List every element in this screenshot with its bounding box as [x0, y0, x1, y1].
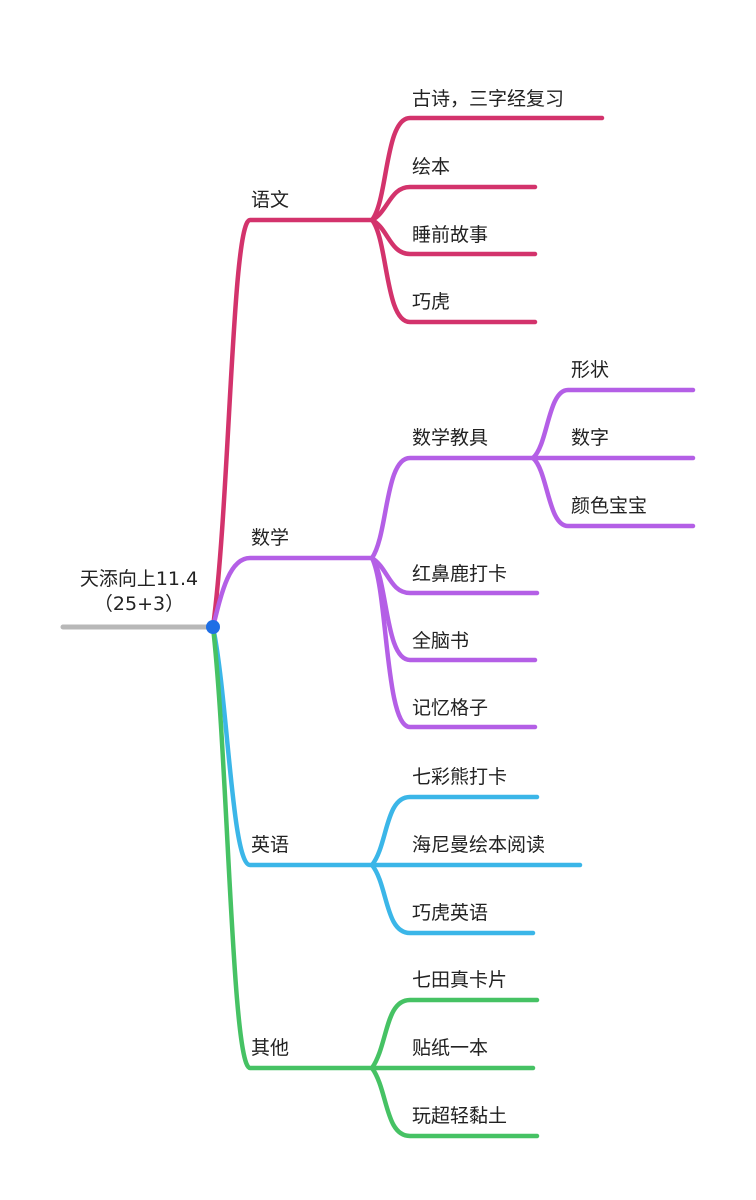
link-root-qita [210, 624, 375, 1071]
shuxue-item[interactable]: 记忆格子 [412, 697, 489, 719]
link-qita-item-3 [369, 1065, 540, 1139]
branch-yingyu-label[interactable]: 英语 [251, 834, 290, 856]
link-sub-3 [530, 455, 696, 529]
link-yuwen-item-1 [369, 115, 605, 223]
link-root-shuxue [210, 555, 375, 630]
yuwen-item[interactable]: 绘本 [412, 156, 451, 178]
yuwen-item[interactable]: 睡前故事 [412, 224, 489, 246]
root-node-dot [206, 620, 220, 634]
link-shuxue-item-1 [369, 455, 536, 561]
branch-yuwen-label[interactable]: 语文 [251, 189, 290, 211]
branch-shuxue-lines [210, 387, 696, 730]
link-root-yuwen [210, 217, 375, 630]
link-yuwen-item-4 [369, 217, 538, 325]
link-sub-1 [530, 387, 696, 461]
yuwen-item[interactable]: 古诗，三字经复习 [412, 88, 565, 110]
root-title: 天添向上11.4 [79, 568, 199, 590]
link-root-yingyu [210, 624, 375, 868]
qita-item[interactable]: 玩超轻黏土 [412, 1105, 508, 1127]
link-yingyu-item-1 [369, 794, 540, 868]
yingyu-item[interactable]: 七彩熊打卡 [412, 766, 508, 788]
branch-yuwen-lines [210, 115, 605, 630]
branch-qita-label[interactable]: 其他 [251, 1037, 290, 1059]
shuxue-item[interactable]: 红鼻鹿打卡 [412, 563, 508, 585]
root-node[interactable]: 天添向上11.4 （25+3） [66, 567, 212, 617]
shuxue-sub-item[interactable]: 颜色宝宝 [571, 495, 648, 517]
link-shuxue-item-4 [369, 555, 538, 730]
qita-item[interactable]: 七田真卡片 [412, 969, 508, 991]
shuxue-item[interactable]: 全脑书 [412, 630, 470, 652]
branch-yingyu-lines [210, 624, 583, 936]
yingyu-item[interactable]: 海尼曼绘本阅读 [412, 834, 546, 856]
shuxue-sub-item[interactable]: 形状 [571, 359, 610, 381]
qita-item[interactable]: 贴纸一本 [412, 1037, 489, 1059]
yingyu-item[interactable]: 巧虎英语 [412, 902, 489, 924]
yuwen-item[interactable]: 巧虎 [412, 291, 451, 313]
root-subtitle: （25+3） [93, 593, 185, 615]
link-yuwen-item-2 [369, 184, 538, 223]
link-yingyu-item-3 [369, 862, 536, 936]
shuxue-sub-item[interactable]: 数字 [571, 427, 610, 449]
link-qita-item-1 [369, 997, 540, 1071]
branch-qita-lines [210, 624, 540, 1139]
shuxue-item[interactable]: 数学教具 [412, 427, 489, 449]
branch-shuxue-label[interactable]: 数学 [251, 527, 290, 549]
